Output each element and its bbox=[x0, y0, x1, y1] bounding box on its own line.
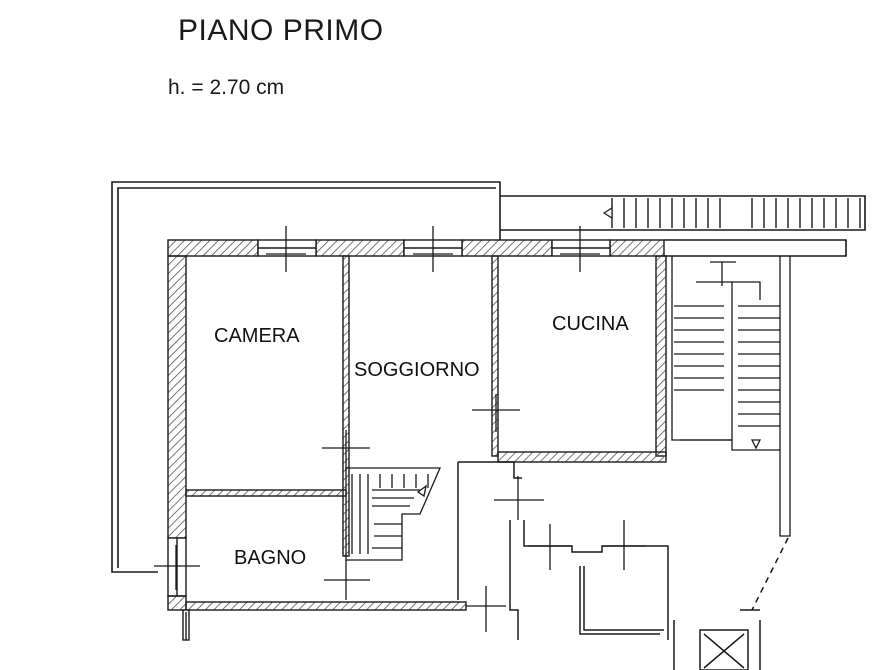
opening-markers bbox=[154, 226, 646, 632]
ceiling-height-label: h. = 2.70 cm bbox=[168, 76, 285, 99]
room-label-soggiorno: SOGGIORNO bbox=[354, 359, 480, 381]
internal-stair bbox=[345, 467, 441, 561]
room-label-bagno: BAGNO bbox=[234, 547, 306, 569]
right-stairwell bbox=[671, 256, 791, 537]
lower-service-area bbox=[457, 461, 789, 670]
floor-title: PIANO PRIMO bbox=[178, 14, 384, 47]
top-stair-railing bbox=[602, 198, 861, 228]
room-label-camera: CAMERA bbox=[214, 325, 300, 347]
room-label-cucina: CUCINA bbox=[552, 313, 629, 335]
exterior-walls bbox=[167, 239, 667, 641]
balcony-outline bbox=[111, 181, 866, 573]
